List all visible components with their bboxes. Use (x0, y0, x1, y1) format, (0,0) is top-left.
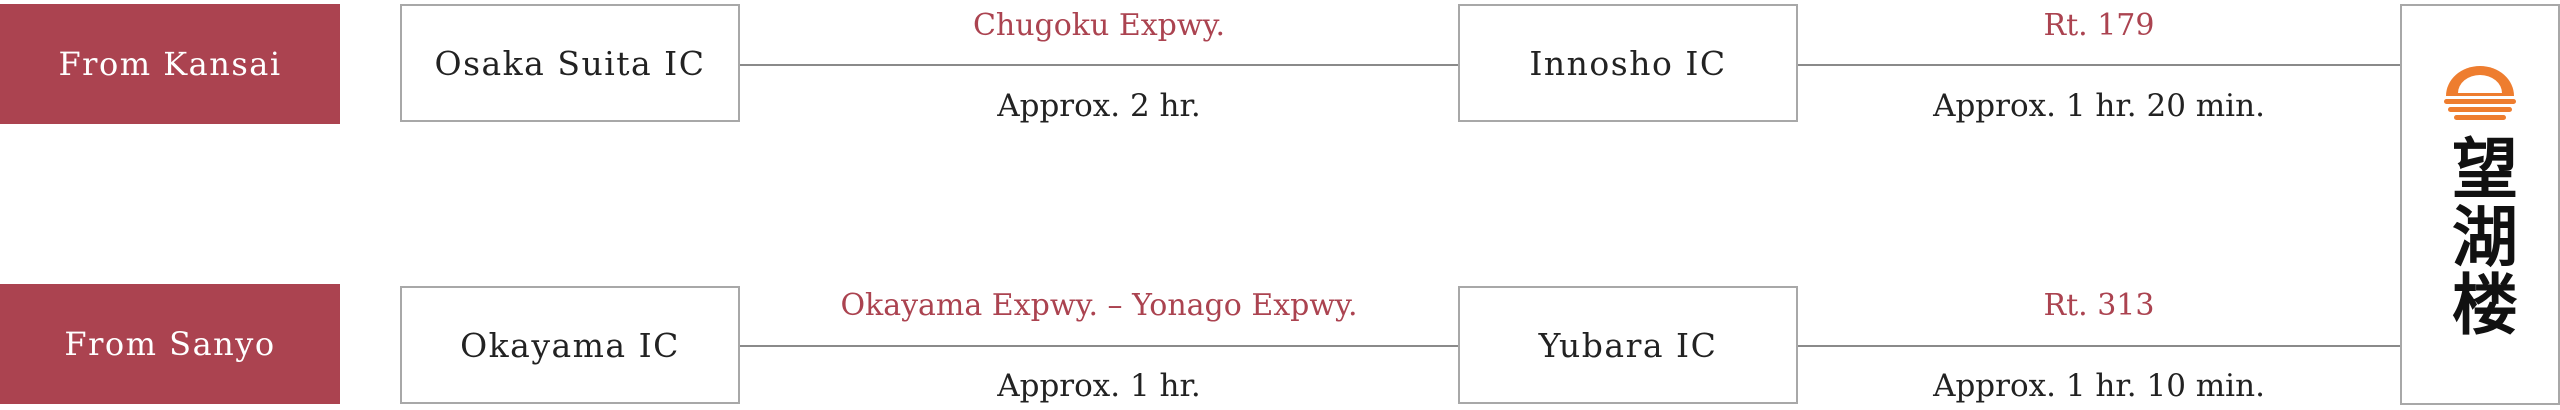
destination-name: 望湖楼 (2441, 134, 2519, 338)
ic-box-okayama: Okayama IC (400, 286, 740, 404)
route-line-leg1 (740, 64, 1458, 66)
route-line-leg2 (1798, 345, 2400, 347)
road-label-leg2: Rt. 313 (2043, 288, 2155, 323)
ic-box-innosho: Innosho IC (1458, 4, 1798, 122)
route-line-leg2 (1798, 64, 2400, 66)
time-label-leg2: Approx. 1 hr. 10 min. (1933, 368, 2265, 404)
ic-box-yubara: Yubara IC (1458, 286, 1798, 404)
time-label-leg1: Approx. 1 hr. (997, 368, 1201, 404)
road-label-leg1: Okayama Expwy. – Yonago Expwy. (840, 288, 1358, 323)
sun-over-lake-icon (2444, 66, 2516, 120)
time-label-leg1: Approx. 2 hr. (997, 88, 1201, 124)
destination-box: 望湖楼 (2400, 4, 2560, 405)
road-label-leg1: Chugoku Expwy. (972, 8, 1226, 43)
time-label-leg2: Approx. 1 hr. 20 min. (1933, 88, 2265, 124)
origin-badge-sanyo: From Sanyo (0, 284, 340, 404)
road-label-leg2: Rt. 179 (2043, 8, 2155, 43)
ic-box-osaka-suita: Osaka Suita IC (400, 4, 740, 122)
route-line-leg1 (740, 345, 1458, 347)
origin-badge-kansai: From Kansai (0, 4, 340, 124)
